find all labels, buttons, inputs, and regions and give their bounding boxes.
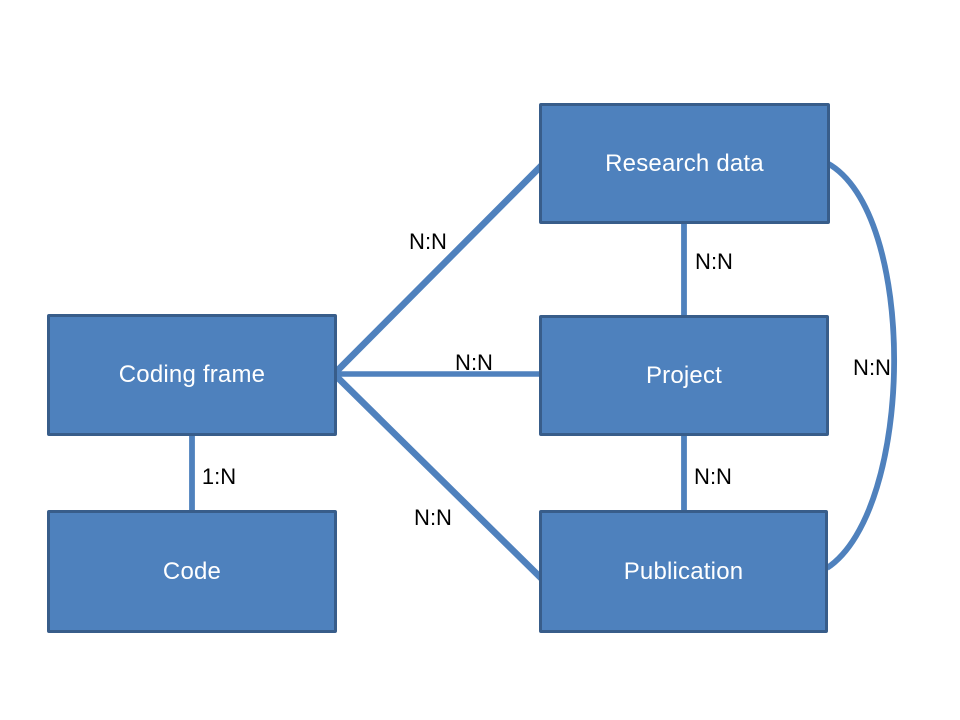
connector-research-data-publication xyxy=(825,160,897,571)
node-project: Project xyxy=(539,315,829,436)
node-publication-label: Publication xyxy=(623,557,744,585)
relationship-label-coding-frame-project: N:N xyxy=(455,350,493,375)
relationship-label-coding-frame-research-data: N:N xyxy=(409,229,447,254)
node-code: Code xyxy=(47,510,337,633)
node-publication: Publication xyxy=(539,510,828,633)
node-project-label: Project xyxy=(645,361,723,389)
node-research-data-label: Research data xyxy=(605,149,764,177)
node-research-data: Research data xyxy=(539,103,830,224)
connector-coding-frame-research-data xyxy=(331,162,545,377)
node-code-label: Code xyxy=(162,557,222,585)
connector-coding-frame-publication xyxy=(331,371,545,582)
node-coding-frame: Coding frame xyxy=(47,314,337,436)
relationship-label-research-data-project: N:N xyxy=(695,249,733,274)
node-coding-frame-label: Coding frame xyxy=(118,361,266,388)
relationship-label-coding-frame-publication: N:N xyxy=(414,505,452,530)
relationship-label-project-publication: N:N xyxy=(694,464,732,489)
relationship-label-research-data-publication: N:N xyxy=(853,355,891,380)
relationship-label-coding-frame-code: 1:N xyxy=(201,464,237,489)
